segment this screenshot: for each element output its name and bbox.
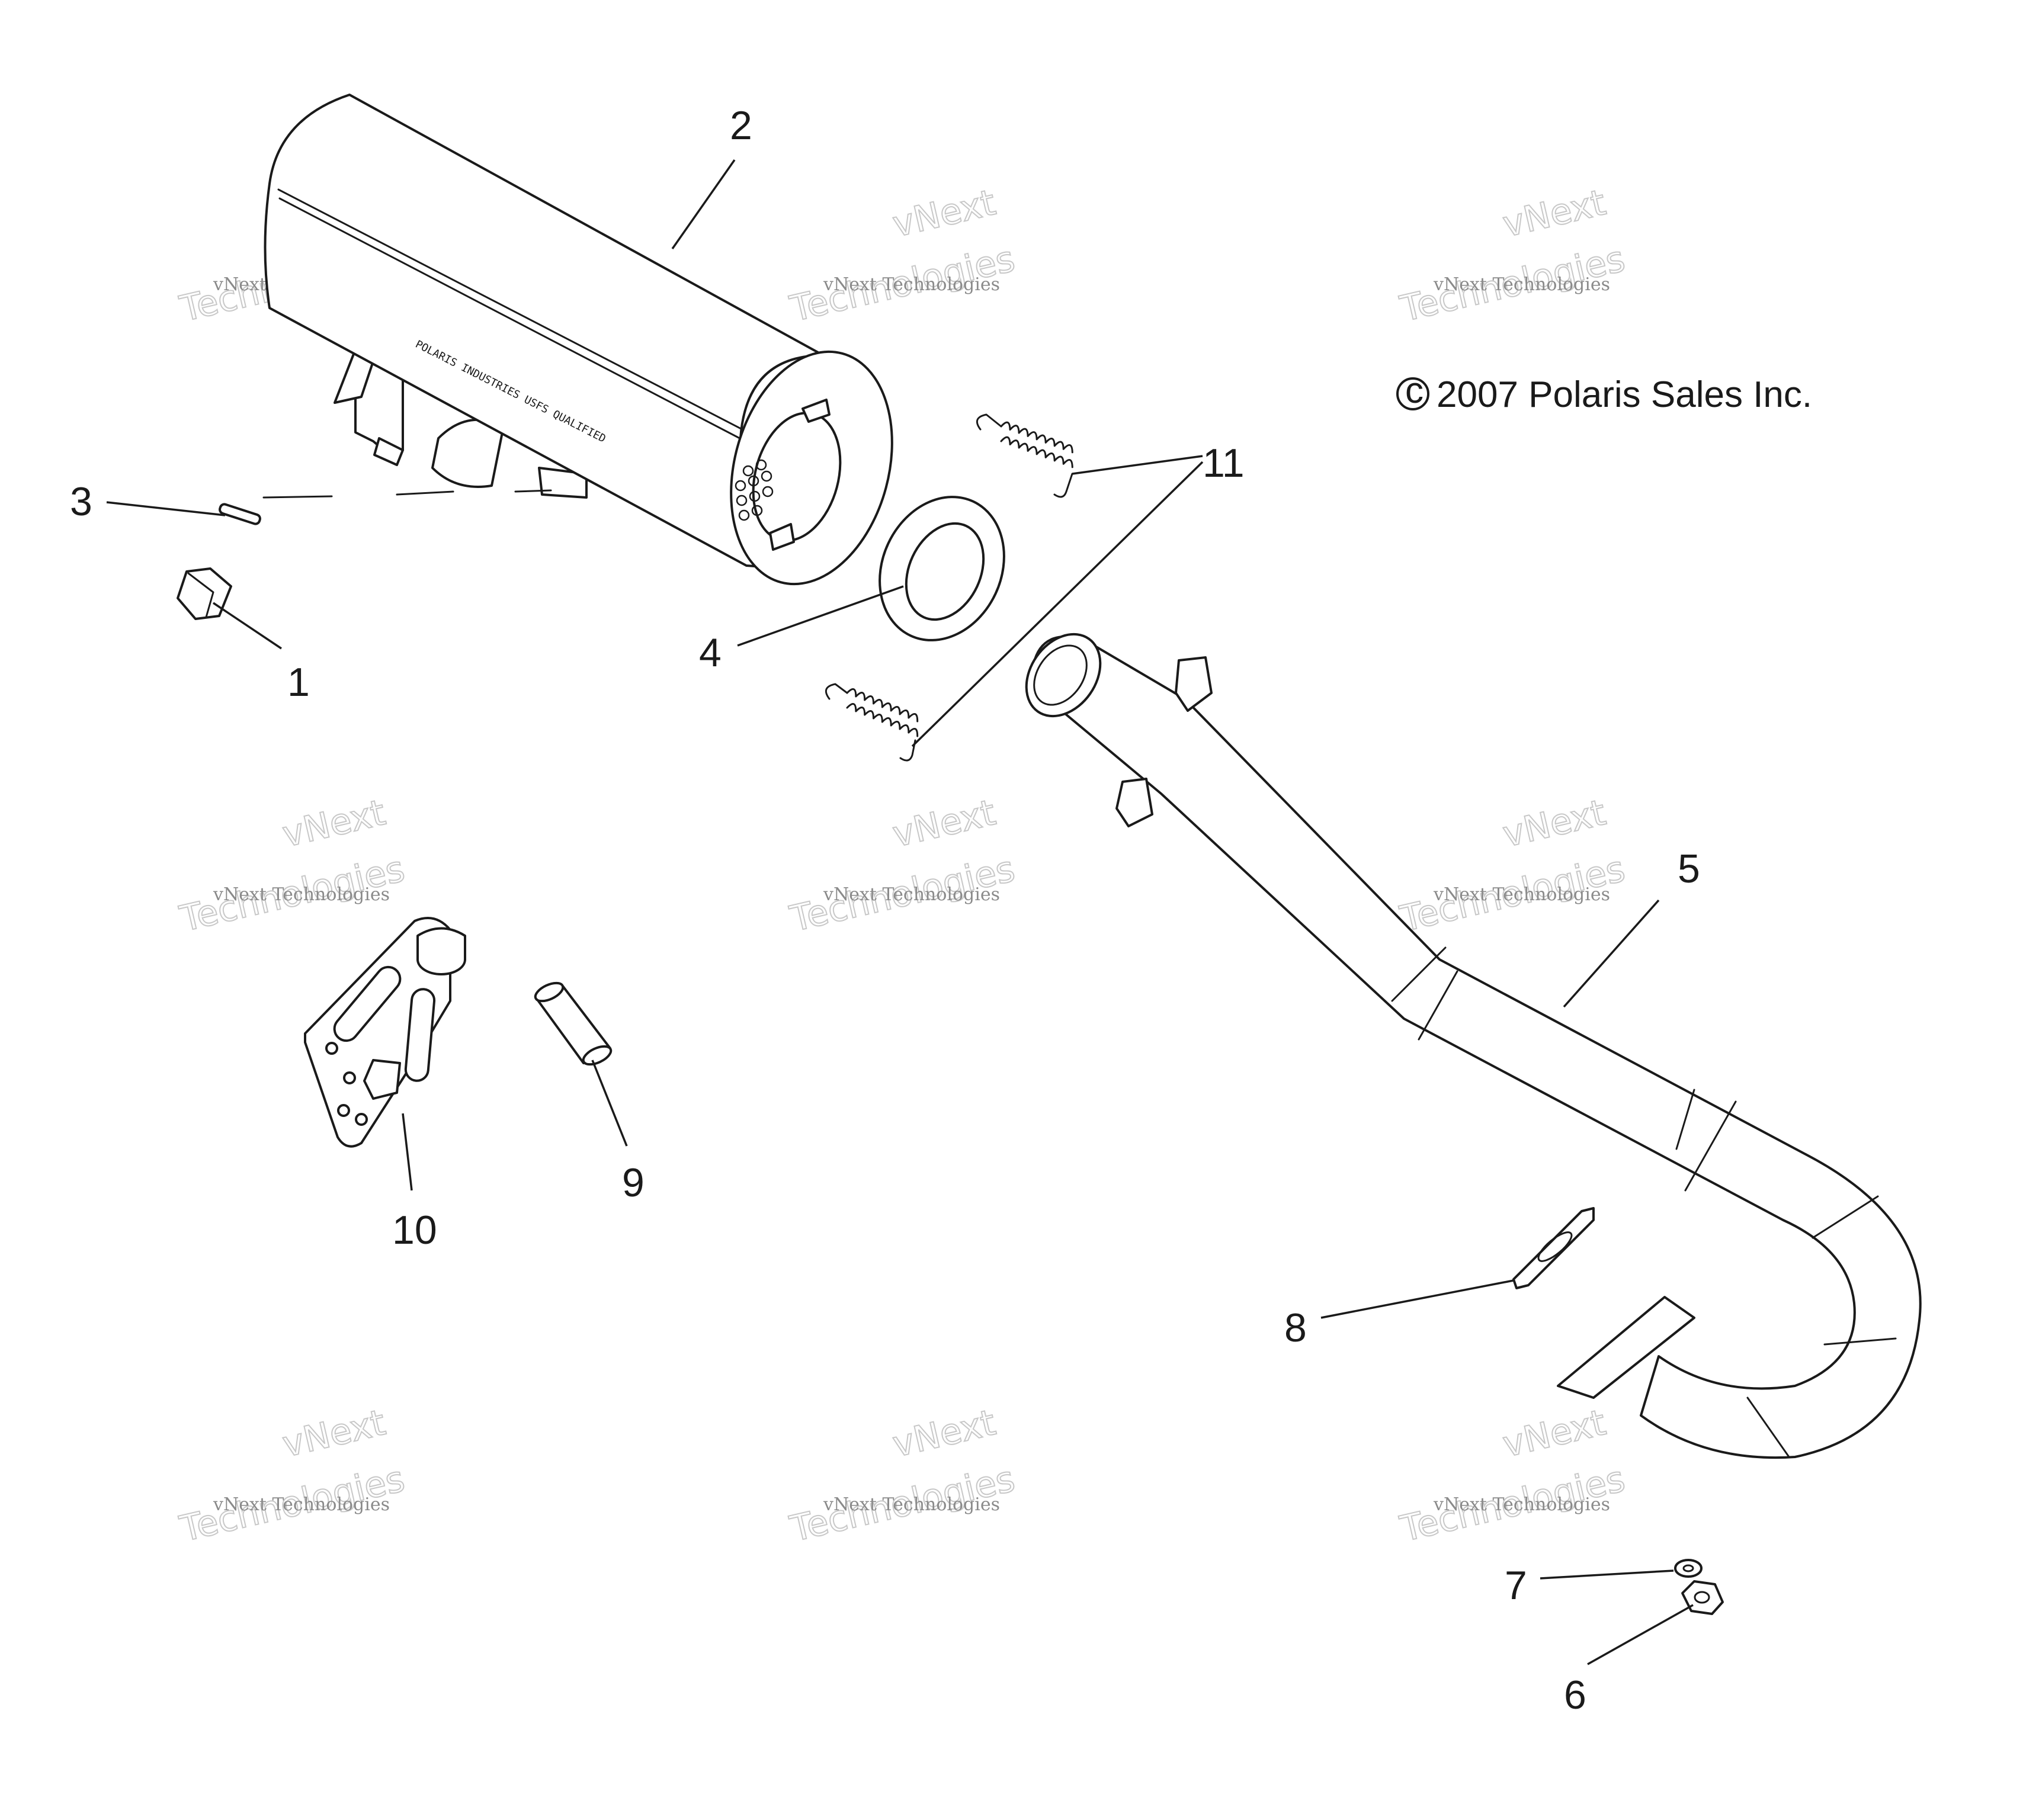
leader-8	[1320, 1279, 1514, 1319]
part-4-gasket	[879, 496, 1005, 641]
leader-10	[402, 1113, 413, 1191]
copyright-notice: c 2007 Polaris Sales Inc.	[1396, 370, 1812, 415]
watermark: vNext Technologies vNext Technologies	[1396, 791, 1629, 941]
watermark: vNext Technologies vNext Technologies	[1396, 1401, 1629, 1551]
callout-6: 6	[1564, 1673, 1586, 1718]
callout-10: 10	[392, 1208, 437, 1253]
svg-text:vNext Technologies: vNext Technologies	[1433, 274, 1610, 295]
leader-5	[1563, 899, 1660, 1008]
muffler-seam-2	[278, 197, 792, 466]
leader-7	[1540, 1569, 1674, 1580]
leader-11a	[1072, 455, 1203, 475]
leader-2	[671, 159, 736, 250]
callout-11: 11	[1203, 441, 1245, 486]
part-7-washer	[1674, 1559, 1703, 1578]
svg-text:vNext Technologies: vNext Technologies	[1433, 1494, 1610, 1515]
callout-8: 8	[1284, 1305, 1307, 1350]
muffler-spring-hook-top	[801, 399, 831, 423]
part-5-head-pipe	[1025, 633, 1922, 1459]
svg-text:vNext Technologies: vNext Technologies	[1433, 884, 1610, 905]
part-3-pin	[219, 489, 552, 525]
copyright-text: 2007 Polaris Sales Inc.	[1437, 374, 1812, 415]
svg-text:vNext: vNext	[889, 182, 1000, 246]
callout-9: 9	[622, 1160, 645, 1205]
part-8-flange-gasket	[1512, 1207, 1595, 1289]
svg-text:vNext Technologies: vNext Technologies	[213, 1494, 390, 1515]
svg-text:vNext: vNext	[1499, 1402, 1610, 1466]
part-1-bushing	[177, 567, 232, 620]
muffler-outlet-perforations	[735, 459, 774, 521]
leader-9	[591, 1060, 628, 1147]
svg-text:vNext Technologies: vNext Technologies	[213, 884, 390, 905]
muffler: POLARIS INDUSTRIES USFS QUALIFIED	[264, 94, 893, 586]
callout-7: 7	[1505, 1563, 1527, 1608]
copyright-symbol-circle	[1396, 377, 1429, 410]
muffler-spring-hook-bottom	[769, 523, 795, 551]
svg-text:vNext: vNext	[889, 1402, 1000, 1466]
watermark: vNext Technologies vNext Technologies	[175, 791, 409, 941]
leader-11b	[911, 461, 1204, 747]
watermark: vNext Technologies vNext Technologies	[1396, 181, 1629, 330]
copyright-symbol: c	[1405, 370, 1424, 411]
part-11-spring-lower	[825, 683, 919, 762]
watermark: vNext Technologies vNext Technologies	[175, 1401, 409, 1551]
svg-text:vNext: vNext	[1499, 182, 1610, 246]
watermark: vNext Technologies vNext Technologies	[786, 1401, 1019, 1551]
svg-text:vNext: vNext	[279, 792, 390, 856]
leader-1	[213, 602, 282, 650]
leader-3	[106, 501, 226, 516]
callout-1: 1	[287, 660, 310, 705]
callouts: 1 2 3 4 5 6 7 8 9 10 11	[70, 103, 1700, 1718]
svg-text:vNext: vNext	[1499, 792, 1610, 856]
callout-3: 3	[70, 479, 92, 524]
part-9-spacer	[534, 981, 613, 1066]
part-6-nut	[1681, 1580, 1724, 1615]
part-10-bracket	[304, 917, 466, 1148]
svg-text:vNext Technologies: vNext Technologies	[823, 884, 1000, 905]
leader-6	[1587, 1604, 1694, 1665]
svg-text:vNext: vNext	[889, 792, 1000, 856]
callout-2: 2	[730, 103, 752, 148]
watermark: vNext Technologies vNext Technologies	[786, 181, 1019, 330]
leader-lines	[106, 159, 1694, 1665]
muffler-seam	[277, 188, 795, 457]
svg-text:vNext Technologies: vNext Technologies	[823, 274, 1000, 295]
part-11-spring-upper	[976, 413, 1073, 498]
watermark: vNext Technologies vNext Technologies	[786, 791, 1019, 941]
muffler-mount-ear	[431, 418, 505, 488]
callout-4: 4	[699, 630, 722, 675]
leader-4	[737, 585, 904, 647]
svg-text:vNext: vNext	[279, 1402, 390, 1466]
svg-text:vNext Technologies: vNext Technologies	[823, 1494, 1000, 1515]
callout-5: 5	[1678, 846, 1700, 891]
muffler-stud	[373, 437, 404, 466]
